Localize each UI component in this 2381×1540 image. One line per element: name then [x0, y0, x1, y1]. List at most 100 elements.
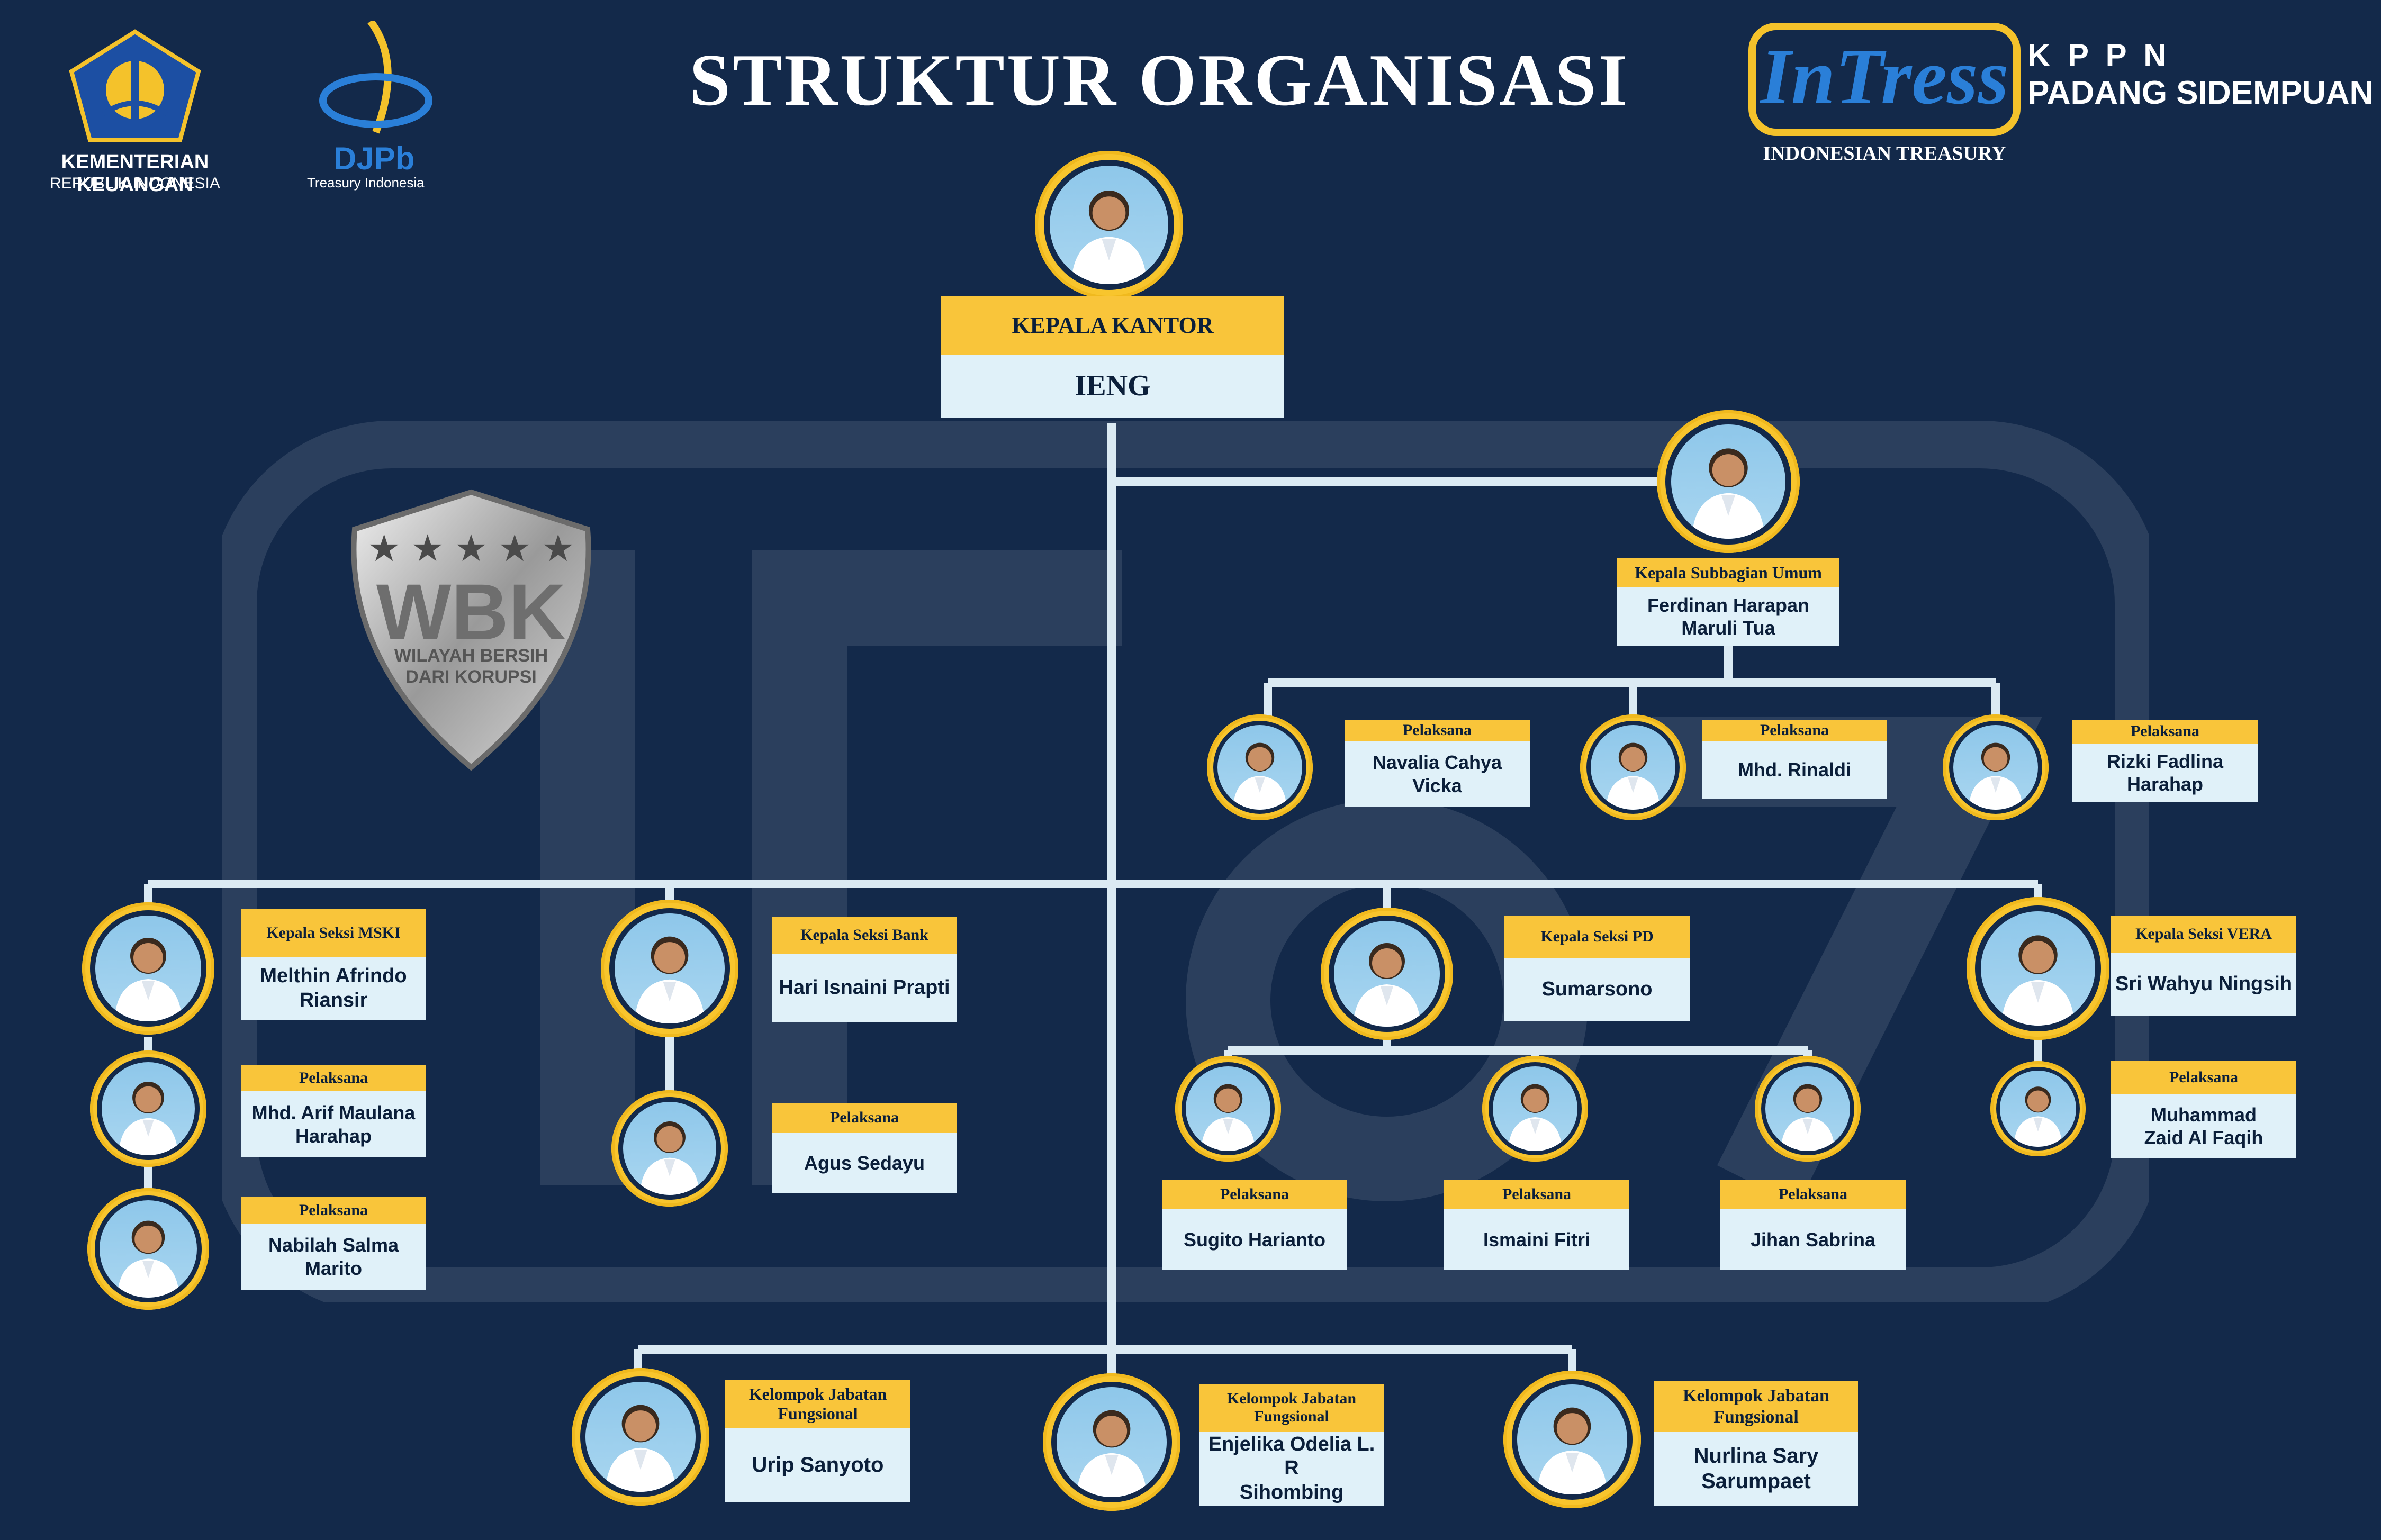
- person-photo-icon: [1508, 1084, 1563, 1151]
- person-photo-icon: [1968, 742, 2023, 810]
- avatar-photo: [1057, 1387, 1167, 1497]
- person-photo-icon: [1537, 1407, 1608, 1494]
- person-photo-icon: [1691, 448, 1765, 539]
- node-name: Agus Sedayu: [772, 1133, 957, 1193]
- kppn-label: K P P N: [2027, 38, 2171, 73]
- avatar-photo: [1671, 424, 1785, 539]
- node-role: Pelaksana: [2111, 1061, 2296, 1094]
- person-photo-icon: [639, 1121, 700, 1195]
- avatar-umum-p3: [1943, 714, 2049, 820]
- person-photo-icon: [2013, 1086, 2063, 1147]
- node-name: Nabilah Salma Marito: [241, 1224, 426, 1290]
- intress-tagline: INDONESIAN TREASURY: [1763, 142, 2006, 165]
- avatar-msk: [82, 902, 214, 1035]
- node-name: Ismaini Fitri: [1444, 1209, 1629, 1270]
- avatar-photo: [1334, 921, 1440, 1027]
- avatar-photo: [1953, 725, 2038, 810]
- node-name: Hari Isnaini Prapti: [772, 954, 957, 1022]
- avatar-photo: [1517, 1384, 1627, 1494]
- person-photo-icon: [1071, 191, 1147, 284]
- node-name: Sugito Harianto: [1162, 1209, 1347, 1270]
- node-role: Pelaksana: [2072, 720, 2258, 744]
- avatar-photo: [1493, 1066, 1577, 1151]
- connector-line: [1107, 1349, 1116, 1376]
- avatar-umum-p2: [1580, 714, 1686, 820]
- node-role: Pelaksana: [1720, 1180, 1906, 1209]
- node-name: Jihan Sabrina: [1720, 1209, 1906, 1270]
- person-photo-icon: [1353, 943, 1421, 1027]
- wbk-text: WBK: [376, 567, 566, 656]
- kemenkeu-emblem-icon: [69, 29, 201, 142]
- node-role: Pelaksana: [772, 1103, 957, 1133]
- avatar-bank-p1: [611, 1090, 728, 1207]
- wbk-shield: ★ ★ ★ ★ ★ WBK WILAYAH BERSIH DARI KORUPS…: [339, 487, 603, 773]
- djpb-emblem-icon: [319, 21, 432, 134]
- avatar-photo: [100, 1200, 197, 1298]
- node-name: Navalia Cahya Vicka: [1345, 741, 1530, 807]
- avatar-bank: [601, 900, 738, 1037]
- node-role: Kepala Subbagian Umum: [1617, 558, 1839, 587]
- node-role: Kelompok Jabatan Fungsional: [725, 1380, 910, 1428]
- page-title: STRUKTUR ORGANISASI: [689, 39, 1629, 121]
- person-photo-icon: [1606, 742, 1661, 810]
- avatar-photo: [1591, 725, 1675, 810]
- kemenkeu-subname: REPUBLIK INDONESIA: [50, 175, 220, 192]
- avatar-pd-p1: [1175, 1056, 1281, 1162]
- connector-line: [1383, 884, 1391, 910]
- node-name: Nurlina Sary Sarumpaet: [1654, 1432, 1858, 1506]
- avatar-pd-p3: [1755, 1056, 1861, 1162]
- person-photo-icon: [2001, 935, 2075, 1026]
- intress-wordmark: InTress: [1760, 33, 2009, 121]
- connector-line: [665, 1037, 674, 1101]
- avatar-photo: [1981, 911, 2095, 1026]
- node-role: Pelaksana: [241, 1065, 426, 1091]
- djpb-logo: DJPb Treasury Indonesia: [302, 21, 466, 196]
- node-role: KEPALA KANTOR: [941, 296, 1284, 355]
- node-name: Urip Sanyoto: [725, 1428, 910, 1502]
- avatar-vera-p1: [1990, 1061, 2086, 1156]
- node-role: Pelaksana: [1162, 1180, 1347, 1209]
- node-role: Kepala Seksi Bank: [772, 917, 957, 954]
- connector-line: [1991, 683, 2000, 717]
- node-name: Mhd. Rinaldi: [1702, 741, 1887, 799]
- node-name: Muhammad Zaid Al Faqih: [2111, 1094, 2296, 1158]
- node-name: Enjelika Odelia L. R Sihombing: [1199, 1432, 1384, 1506]
- connector-line: [1724, 646, 1733, 683]
- node-name: IENG: [941, 355, 1284, 418]
- kppn-office-name: PADANG SIDEMPUAN: [2027, 75, 2374, 111]
- djpb-subname: Treasury Indonesia: [307, 175, 425, 191]
- avatar-msk-p1: [90, 1050, 206, 1167]
- node-name: Rizki Fadlina Harahap: [2072, 744, 2258, 802]
- node-role: Pelaksana: [1702, 720, 1887, 741]
- node-role: Kepala Seksi MSKI: [241, 909, 426, 957]
- node-name: Mhd. Arif Maulana Harahap: [241, 1091, 426, 1157]
- svg-text:★ ★ ★ ★ ★: ★ ★ ★ ★ ★: [367, 528, 575, 569]
- shield-icon: ★ ★ ★ ★ ★: [351, 489, 591, 771]
- person-photo-icon: [1780, 1084, 1835, 1151]
- node-role: Kepala Seksi PD: [1504, 916, 1690, 958]
- intress-logo: InTress INDONESIAN TREASURY: [1747, 16, 2022, 175]
- avatar-photo: [95, 916, 201, 1021]
- avatar-vera: [1967, 897, 2109, 1040]
- node-role: Kelompok Jabatan Fungsional: [1199, 1384, 1384, 1432]
- kemenkeu-logo: KEMENTERIAN KEUANGAN REPUBLIK INDONESIA: [16, 29, 254, 198]
- person-photo-icon: [605, 1405, 676, 1492]
- avatar-photo: [1765, 1066, 1850, 1151]
- node-role: Pelaksana: [1444, 1180, 1629, 1209]
- node-name: Ferdinan Harapan Maruli Tua: [1617, 587, 1839, 646]
- node-role: Kelompok Jabatan Fungsional: [1654, 1381, 1858, 1432]
